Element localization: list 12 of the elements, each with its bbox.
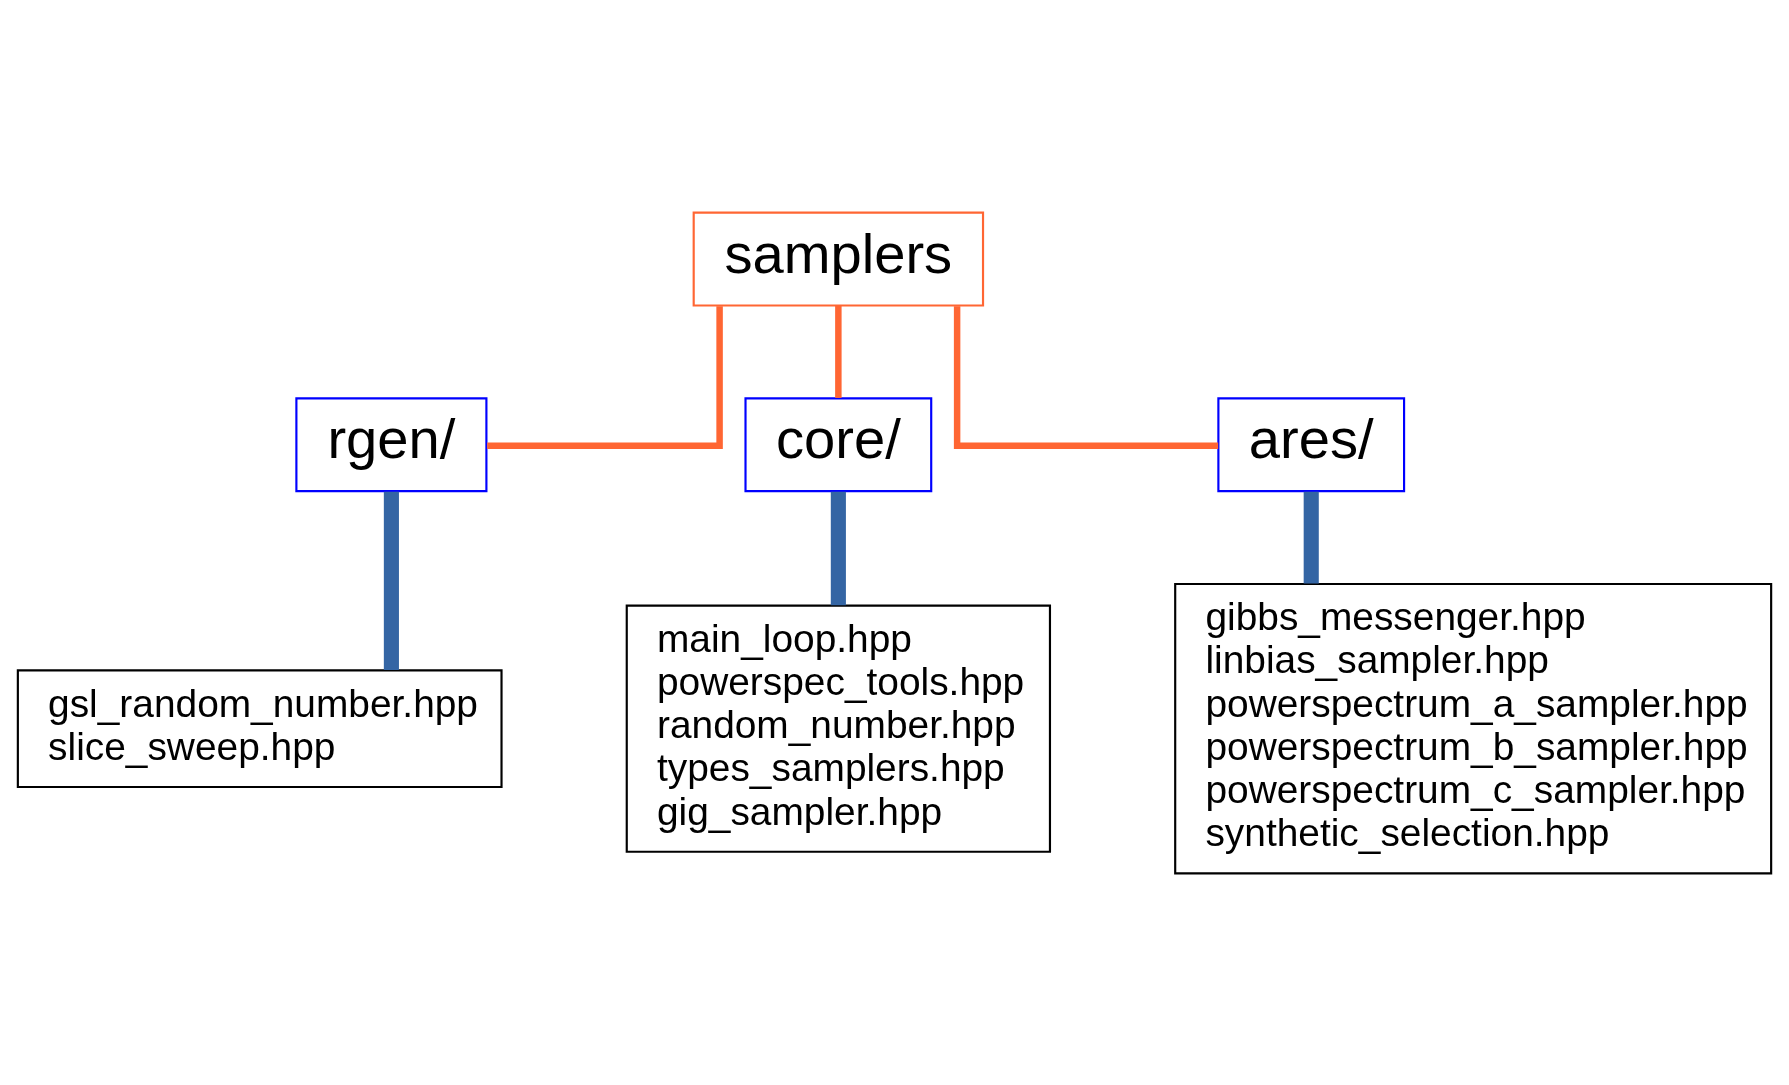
- node-box: rgen/: [295, 396, 488, 492]
- connector: [835, 305, 842, 398]
- connector: [830, 491, 846, 605]
- node-box: samplers: [692, 211, 985, 307]
- node-box: ares/: [1217, 396, 1406, 492]
- node-box: main_loop.hpp powerspec_tools.hpp random_number.hpp types_samplers.hpp gig_sampler.hpp: [625, 604, 1052, 853]
- connector: [1303, 491, 1319, 584]
- connector: [953, 305, 1219, 449]
- node-box: gsl_random_number.hpp slice_sweep.hpp: [16, 668, 503, 788]
- connector: [383, 491, 399, 670]
- node-box: core/: [744, 396, 933, 492]
- node-box: gibbs_messenger.hpp linbias_sampler.hpp powerspectrum_a_sampler.hpp powerspectrum_b_sampler.hpp powerspectrum_c_sampler.hpp synthetic_selection.hpp: [1174, 582, 1773, 874]
